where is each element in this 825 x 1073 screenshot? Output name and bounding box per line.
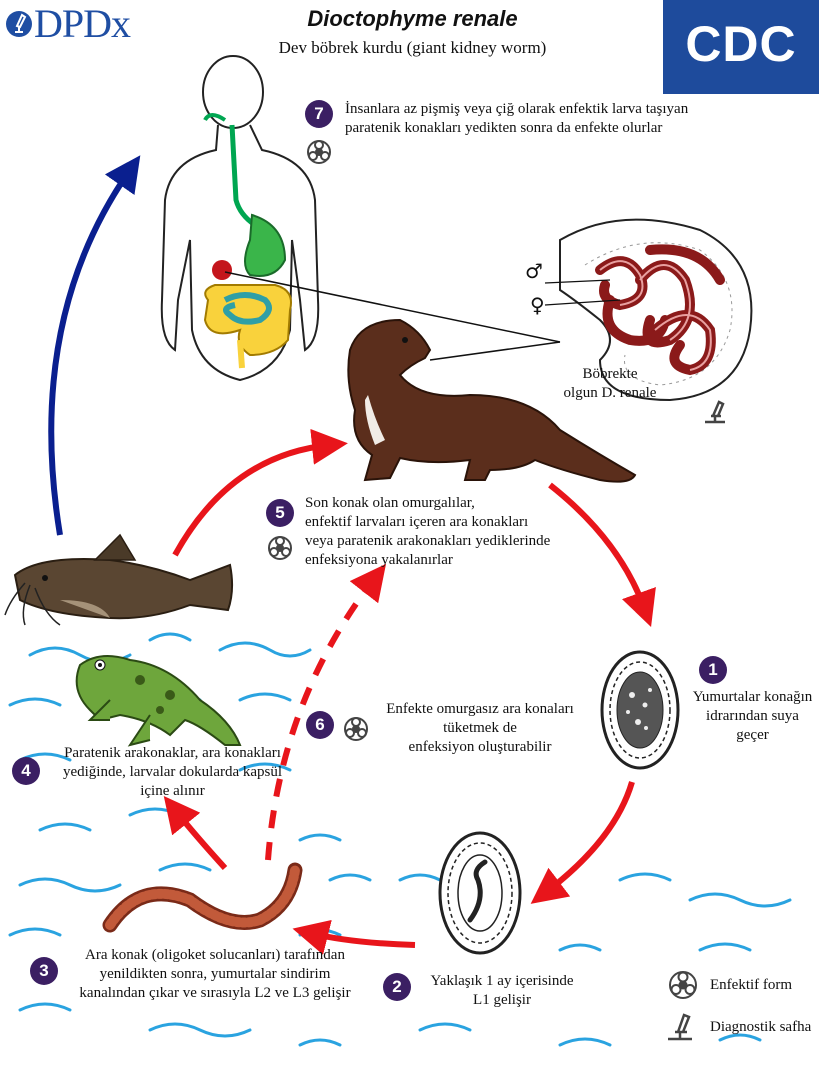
step-2-text: Yaklaşık 1 ay içerisinde L1 gelişir bbox=[430, 973, 574, 1008]
oligochaete-worm-intermediate-host bbox=[102, 862, 303, 933]
fish-paratenic-host bbox=[4, 533, 234, 626]
step-6-text: Enfekte omurgasız ara konaları tüketmek … bbox=[386, 701, 574, 755]
microscope-icon-kidney bbox=[705, 400, 725, 424]
microscope-logo-icon bbox=[6, 11, 32, 37]
mink-definitive-host bbox=[347, 318, 637, 483]
kidney-pointer-line-2 bbox=[429, 341, 561, 361]
step-4-badge: 4 bbox=[12, 757, 40, 785]
step-1-badge: 1 bbox=[699, 656, 727, 684]
kidney-pointer-line bbox=[224, 271, 561, 343]
step-1-text: Yumurtalar konağın idrarından suya geçer bbox=[692, 689, 813, 743]
kidney-label: Böbrekte olgun D. renale bbox=[563, 366, 657, 401]
step-3-badge: 3 bbox=[30, 957, 58, 985]
cdc-logo: CDC bbox=[663, 0, 819, 94]
biohazard-icon-step7 bbox=[307, 140, 331, 164]
biohazard-icon-step5 bbox=[268, 536, 292, 560]
step-2-badge: 2 bbox=[383, 973, 411, 1001]
step-3-text: Ara konak (oligoket solucanları) tarafın… bbox=[79, 947, 351, 1001]
microscope-icon-legend bbox=[668, 1013, 692, 1041]
legend-diagnostic-label: Diagnostik safha bbox=[710, 1019, 812, 1035]
frog-paratenic-host bbox=[75, 655, 242, 747]
page-subtitle: Dev böbrek kurdu (giant kidney worm) bbox=[278, 38, 547, 57]
female-symbol: ♀ bbox=[530, 293, 545, 317]
cdc-logo-text: CDC bbox=[685, 16, 797, 72]
legend-infective-label: Enfektif form bbox=[710, 977, 793, 993]
egg-stage-1 bbox=[600, 650, 680, 770]
step-7-text: İnsanlara az pişmiş veya çiğ olarak enfe… bbox=[345, 101, 689, 136]
biohazard-icon-legend bbox=[669, 971, 697, 999]
page-title: Dioctophyme renale bbox=[307, 6, 518, 31]
step-5-text: Son konak olan omurgalılar, enfektif lar… bbox=[305, 495, 551, 568]
dpdx-logo-text: DPDx bbox=[34, 1, 131, 46]
kidney-illustration bbox=[544, 218, 753, 402]
male-symbol: ♂ bbox=[525, 259, 543, 283]
step-6-badge: 6 bbox=[306, 711, 334, 739]
egg-stage-2 bbox=[438, 831, 522, 955]
step-7-badge: 7 bbox=[305, 100, 333, 128]
life-cycle-arrows bbox=[48, 155, 656, 955]
step-5-badge: 5 bbox=[266, 499, 294, 527]
digestive-tract bbox=[203, 113, 292, 369]
step-4-text: Paratenik arakonaklar, ara konakları yed… bbox=[62, 745, 283, 799]
biohazard-icon-step6 bbox=[344, 717, 368, 741]
